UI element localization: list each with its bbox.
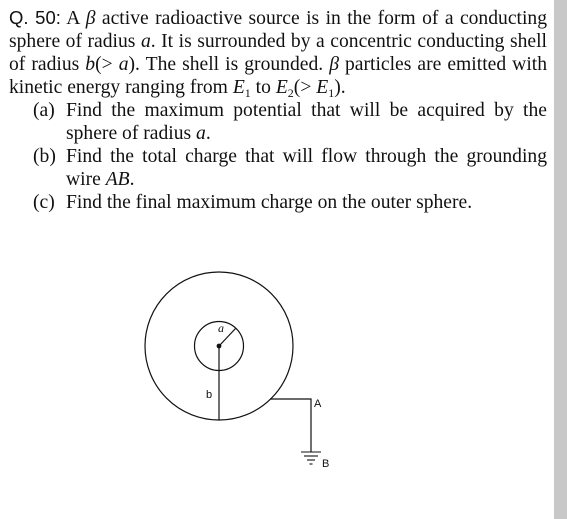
label-b: b bbox=[206, 389, 212, 401]
part-var: a bbox=[196, 123, 206, 144]
part-label: (c) bbox=[33, 192, 55, 213]
stem-text: to bbox=[250, 77, 276, 98]
part-text: Find the final maximum charge on the out… bbox=[66, 192, 473, 213]
part-a: (a) Find the maximum potential that will … bbox=[9, 99, 547, 145]
part-text: Find the total charge that will flow thr… bbox=[66, 146, 547, 190]
stem-text: ). bbox=[334, 77, 346, 98]
stem-text: (> bbox=[293, 77, 317, 98]
stem-text: . It is surrounded by a concentric condu… bbox=[9, 31, 547, 75]
inner-sphere bbox=[193, 320, 245, 372]
question-label: Q. 50: bbox=[9, 7, 61, 28]
subscript: 2 bbox=[287, 86, 294, 100]
var-a: a bbox=[140, 31, 151, 52]
subscript: 1 bbox=[328, 86, 335, 100]
label-a: a bbox=[218, 321, 224, 335]
part-var: AB bbox=[105, 169, 130, 190]
var-e: E bbox=[232, 77, 245, 98]
stem-text: A bbox=[60, 8, 86, 29]
part-b: (b) Find the total charge that will flow … bbox=[9, 145, 547, 191]
label-B: B bbox=[322, 458, 329, 470]
outer-shell bbox=[144, 271, 294, 421]
part-text: . bbox=[129, 169, 135, 190]
var-b: b bbox=[85, 54, 96, 75]
subscript: 1 bbox=[244, 86, 251, 100]
beta-symbol: β bbox=[85, 8, 96, 29]
question-parts: (a) Find the maximum potential that will … bbox=[9, 99, 547, 214]
part-text: Find the maximum potential that will be … bbox=[66, 100, 547, 144]
stem-text: (> bbox=[95, 54, 119, 75]
grounding-wire bbox=[270, 398, 312, 452]
part-label: (a) bbox=[33, 100, 55, 121]
part-text: . bbox=[205, 123, 211, 144]
center-dot bbox=[216, 343, 222, 349]
part-c: (c) Find the final maximum charge on the … bbox=[9, 191, 547, 214]
part-label: (b) bbox=[33, 146, 56, 167]
var-e: E bbox=[316, 77, 329, 98]
var-e: E bbox=[275, 77, 288, 98]
var-a: a bbox=[118, 54, 129, 75]
stem-text: active radioactive source is in the form… bbox=[9, 8, 547, 52]
stem-text: particles are emitted with kinetic energ… bbox=[9, 54, 547, 98]
question-stem: Q. 50: A β active radioactive source is … bbox=[9, 6, 547, 99]
question-content: Q. 50: A β active radioactive source is … bbox=[9, 6, 547, 214]
label-A: A bbox=[314, 398, 322, 410]
scrollbar[interactable] bbox=[554, 0, 567, 519]
stem-text: ). The shell is grounded. bbox=[128, 54, 330, 75]
beta-symbol: β bbox=[329, 54, 339, 75]
inner-radius-line bbox=[218, 327, 237, 347]
